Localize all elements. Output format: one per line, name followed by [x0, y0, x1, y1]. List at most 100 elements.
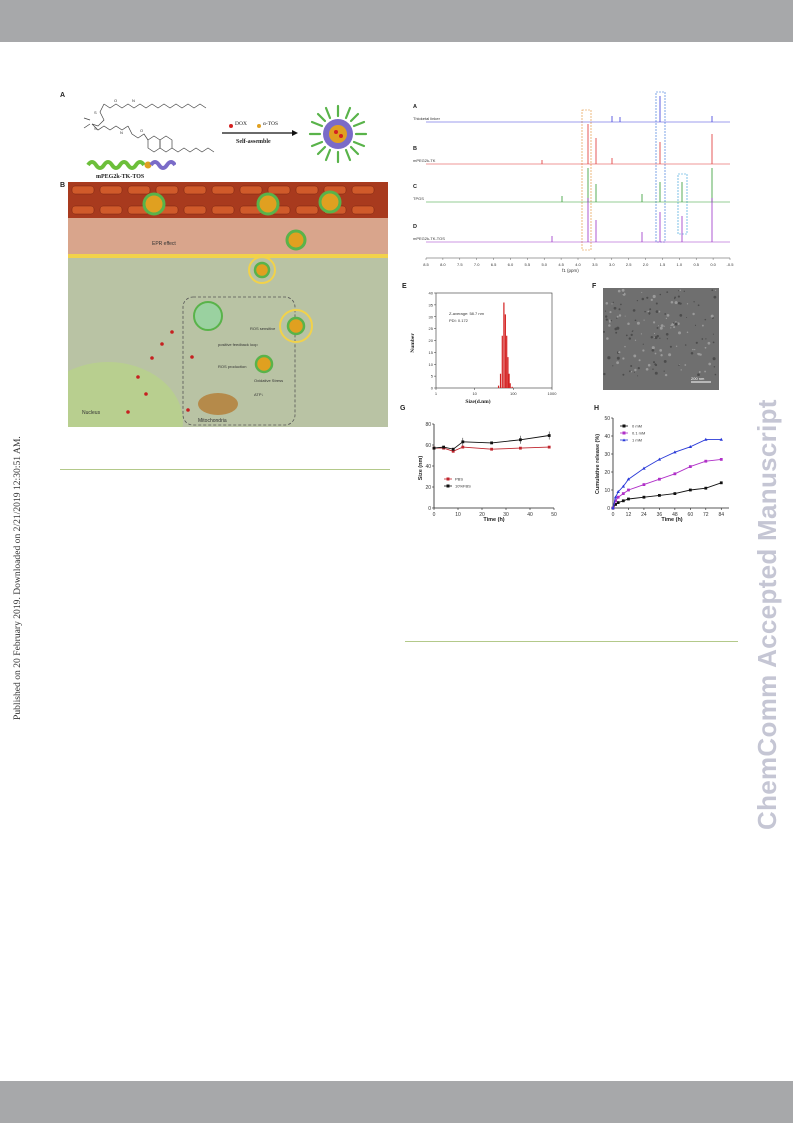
tem-particle	[694, 348, 696, 351]
tem-particle	[674, 296, 677, 299]
h-xtick-label: 0	[612, 512, 615, 518]
nmr-tick-label: 6.5	[491, 262, 497, 267]
page-header-bar	[0, 0, 793, 42]
tem-particle	[606, 337, 609, 340]
tem-particle	[652, 368, 654, 370]
h-point	[614, 499, 617, 503]
g-ylabel: Size (nm)	[418, 456, 424, 481]
svg-text:S: S	[94, 110, 97, 115]
tem-particle	[605, 302, 609, 305]
h-legend-0: 0 mM	[632, 424, 642, 429]
tem-particle	[611, 303, 613, 305]
tem-particle	[690, 352, 694, 355]
nmr-tick-label: 1.5	[660, 262, 666, 267]
tem-particle	[610, 319, 613, 322]
e-histogram-bar	[501, 335, 503, 388]
h-legend-1: 0.1 mM	[632, 431, 645, 436]
tem-particle	[659, 293, 662, 296]
tem-particle	[683, 290, 685, 292]
tem-particle	[651, 346, 655, 350]
h-point	[613, 495, 618, 499]
nmr-tick-label: 2.5	[626, 262, 632, 267]
tem-particle	[618, 308, 621, 311]
scale-bar-label: 200 nm	[691, 376, 705, 381]
tem-particle	[701, 324, 704, 327]
tem-particle	[625, 334, 628, 337]
nmr-tick-label: 4.5	[558, 262, 564, 267]
tem-particle	[608, 320, 611, 323]
nmr-compound-name: TPGS	[413, 196, 424, 201]
polymer-cartoon	[86, 160, 176, 170]
tem-particle	[622, 292, 624, 294]
tem-particle	[653, 321, 656, 324]
h-point	[614, 503, 617, 506]
tem-particle	[665, 332, 669, 336]
epr-label: EPR effect	[152, 241, 176, 247]
e-histogram-bar	[504, 314, 506, 388]
svg-text:N: N	[132, 98, 135, 103]
h-ytick-label: 40	[604, 434, 610, 440]
tem-particle	[616, 315, 619, 318]
nmr-tick-label: 7.0	[474, 262, 480, 267]
tem-particle	[613, 306, 617, 310]
tem-particle	[697, 353, 701, 356]
tem-image: 200 nm	[603, 288, 719, 390]
h-ylabel: Cumulative release (%)	[595, 434, 601, 494]
tem-particle	[659, 337, 661, 339]
tem-particle	[612, 365, 614, 367]
tem-particle	[686, 303, 689, 305]
tem-particle	[714, 289, 717, 292]
tem-particle	[697, 373, 700, 377]
tem-particle	[634, 339, 637, 341]
h-point	[642, 483, 646, 486]
h-ytick-label: 50	[604, 416, 610, 422]
tem-particle	[694, 324, 697, 326]
nmr-tick-label: 8.5	[423, 262, 429, 267]
e-histogram-bar	[506, 335, 508, 388]
tem-particle	[660, 354, 663, 357]
tem-particle	[607, 356, 611, 360]
stability-chart: Time (h) Size (nm) PBS 10%FBS 0204060800…	[418, 422, 557, 523]
nmr-compound-name: mPEG2k-TK-TOS	[413, 236, 445, 241]
tem-particle	[668, 353, 672, 357]
h-point	[673, 472, 677, 476]
g-legend-fbs: 10%FBS	[455, 484, 471, 489]
tem-particle	[692, 348, 694, 351]
h-point	[621, 484, 626, 488]
tem-particle	[614, 327, 618, 331]
g-ytick-label: 0	[428, 506, 431, 512]
tem-particle	[605, 318, 608, 321]
tem-particle	[674, 322, 678, 326]
g-point	[432, 446, 436, 450]
z-average-label: Z-average: 58.7 nm	[449, 311, 485, 316]
tem-particle	[650, 298, 653, 302]
tem-particle	[680, 369, 682, 371]
g-xtick-label: 40	[527, 512, 533, 518]
nmr-spectrum-label: A	[413, 104, 417, 110]
tem-particle	[620, 303, 622, 306]
tem-particle	[663, 359, 667, 363]
tem-particle	[654, 352, 657, 355]
tem-particle	[642, 343, 644, 345]
svg-text:O: O	[140, 128, 143, 133]
e-ytick-label: 0	[431, 386, 434, 391]
tem-particle	[650, 336, 654, 339]
h-xtick-label: 36	[657, 512, 663, 518]
tem-particle	[698, 371, 701, 373]
tem-particle	[664, 313, 667, 315]
tem-particle	[618, 351, 621, 354]
tem-particle	[671, 323, 675, 326]
h-point	[673, 450, 677, 454]
tem-particle	[630, 333, 633, 337]
h-series-line	[612, 458, 722, 509]
e-ytick-label: 40	[429, 291, 434, 296]
h-point	[704, 486, 708, 490]
tem-particle	[657, 325, 660, 327]
tem-particle	[658, 310, 661, 313]
e-histogram-bar	[499, 373, 502, 388]
tem-particle	[712, 357, 716, 361]
tem-particle	[603, 372, 606, 376]
svg-text:N: N	[120, 130, 123, 135]
tem-particle	[666, 314, 670, 317]
